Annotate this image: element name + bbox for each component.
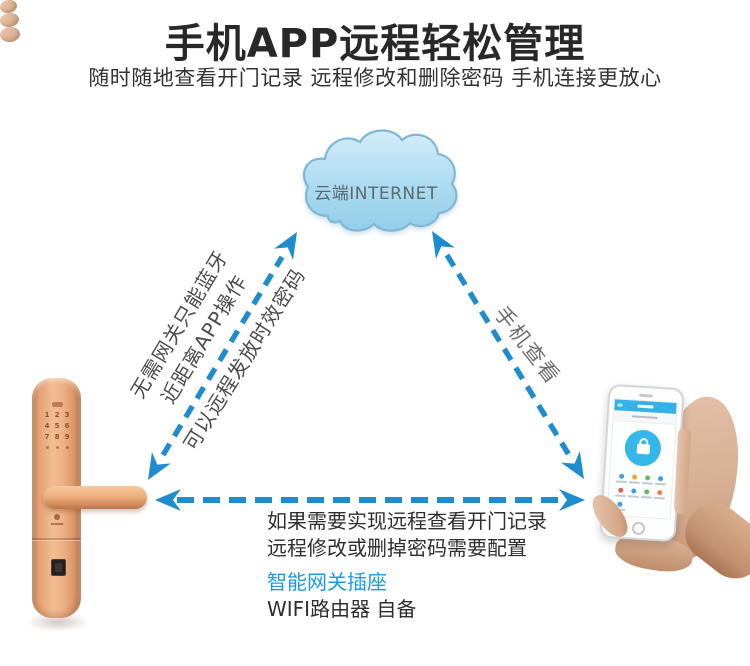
footnote-block: 如果需要实现远程查看开门记录 远程修改或删掉密码需要配置 智能网关插座 WIFI… — [267, 508, 547, 623]
keypad-digit: 2 — [54, 411, 60, 419]
lock-card-reader — [51, 559, 66, 576]
lock-card-reader-window — [55, 563, 62, 572]
lock-to-phone-arrow — [155, 489, 585, 511]
lock-handle — [43, 486, 147, 509]
keypad-digit: 5 — [54, 422, 60, 430]
keypad-digit: 1 — [44, 411, 50, 419]
keypad-digit: 6 — [64, 422, 70, 430]
page-title: 手机APP远程轻松管理 — [164, 21, 586, 67]
footnote-line-1: 如果需要实现远程查看开门记录 — [267, 509, 547, 533]
cloud-label: 云端INTERNET — [314, 184, 438, 204]
keypad-digit: 3 — [64, 411, 70, 419]
page-subtitle: 随时随地查看开门记录 远程修改和删除密码 手机连接更放心 — [88, 66, 662, 90]
lock-to-cloud-arrow — [148, 232, 297, 480]
cloud-icon — [302, 129, 458, 232]
keypad-digit: 9 — [64, 433, 70, 441]
keypad-dot — [45, 446, 49, 449]
lock-brand-mark — [51, 402, 63, 407]
lock-shadow — [26, 612, 90, 632]
keypad-digit: 8 — [54, 433, 60, 441]
keypad-digit: 7 — [44, 433, 50, 441]
router-note: WIFI路由器 自备 — [267, 597, 417, 621]
keypad-digit: 4 — [44, 422, 50, 430]
gateway-link-text: 智能网关插座 — [267, 570, 387, 594]
cloud-to-phone-arrow — [432, 231, 584, 479]
lock-logo-text — [50, 523, 63, 525]
footnote-line-2: 远程修改或删掉密码需要配置 — [267, 536, 527, 560]
keypad-dot — [55, 446, 59, 449]
lock-seam — [32, 538, 81, 540]
lock-logo-icon — [53, 514, 60, 520]
keypad-dot — [65, 446, 69, 449]
